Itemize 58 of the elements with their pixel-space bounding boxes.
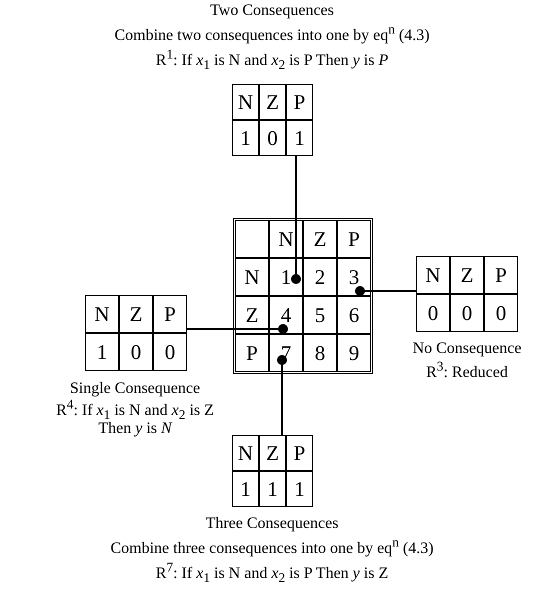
- table-cell: N: [416, 256, 450, 294]
- table-cell: 0: [119, 333, 153, 371]
- header-cell: N: [235, 258, 269, 296]
- table-cell: P: [484, 256, 518, 294]
- consequence-table: [416, 256, 518, 332]
- table-cell: 1: [85, 333, 119, 371]
- table-cell: 1: [286, 471, 313, 507]
- table-cell: 1: [286, 120, 313, 156]
- table-cell: P: [286, 84, 313, 120]
- rule-text: R$^{7}$: If x$_{1}$ is N and x$_{2}$ is P Then y is Z: [154, 565, 390, 583]
- leader-line: [187, 324, 288, 334]
- consequence-table: [232, 84, 313, 156]
- rule-number-cell: 9: [337, 334, 371, 372]
- rule-number-cell: 8: [303, 334, 337, 372]
- consequence-table: [232, 435, 313, 507]
- header-cell: N: [269, 220, 303, 258]
- table-cell: Z: [119, 295, 153, 333]
- consequence-table: [85, 295, 187, 371]
- table-cell: Z: [259, 84, 286, 120]
- rule-number-cell: 2: [303, 258, 337, 296]
- rule-number-cell: 5: [303, 296, 337, 334]
- table-cell: N: [232, 435, 259, 471]
- leader-line: [355, 286, 416, 296]
- table-cell: 0: [450, 294, 484, 332]
- rule-text: R$^{4}$: If x$_{1}$ is N and x$_{2}$ is Z Then y is N: [55, 402, 215, 438]
- table-cell: 0: [153, 333, 187, 371]
- table-cell: P: [286, 435, 313, 471]
- caption-heading: Two Consequences: [209, 2, 335, 20]
- leader-line: [291, 156, 301, 284]
- rule-number-cell: 4: [269, 296, 303, 334]
- rule-text: R$^{3}$: Reduced: [425, 364, 509, 382]
- table-cell: 0: [484, 294, 518, 332]
- matrix-table: [233, 218, 373, 374]
- table-cell: P: [153, 295, 187, 333]
- caption-heading: Three Consequences: [204, 515, 340, 533]
- table-cell: 0: [416, 294, 450, 332]
- caption-heading: Single Consequence: [68, 380, 202, 398]
- table-cell: N: [232, 84, 259, 120]
- header-cell: P: [337, 220, 371, 258]
- header-cell: P: [235, 334, 269, 372]
- caption-heading: No Consequence: [412, 340, 522, 358]
- rule-text: Combine two consequences into one by eq$^{n}$ (4.3): [113, 27, 431, 45]
- table-cell: 1: [259, 471, 286, 507]
- corner-cell: [235, 220, 269, 258]
- table-cell: 1: [232, 120, 259, 156]
- table-cell: 1: [232, 471, 259, 507]
- rule-number-cell: 6: [337, 296, 371, 334]
- table-cell: 0: [259, 120, 286, 156]
- rule-number-cell: 1: [269, 258, 303, 296]
- rule-text: R$^{1}$: If x$_{1}$ is N and x$_{2}$ is P Then y is P: [154, 52, 390, 70]
- leader-line: [277, 355, 287, 435]
- header-cell: Z: [235, 296, 269, 334]
- rule-text: Combine three consequences into one by eq$^{n}$ (4.3): [109, 540, 435, 558]
- table-cell: Z: [259, 435, 286, 471]
- rule-number-cell: 3: [337, 258, 371, 296]
- table-cell: Z: [450, 256, 484, 294]
- header-cell: Z: [303, 220, 337, 258]
- table-cell: N: [85, 295, 119, 333]
